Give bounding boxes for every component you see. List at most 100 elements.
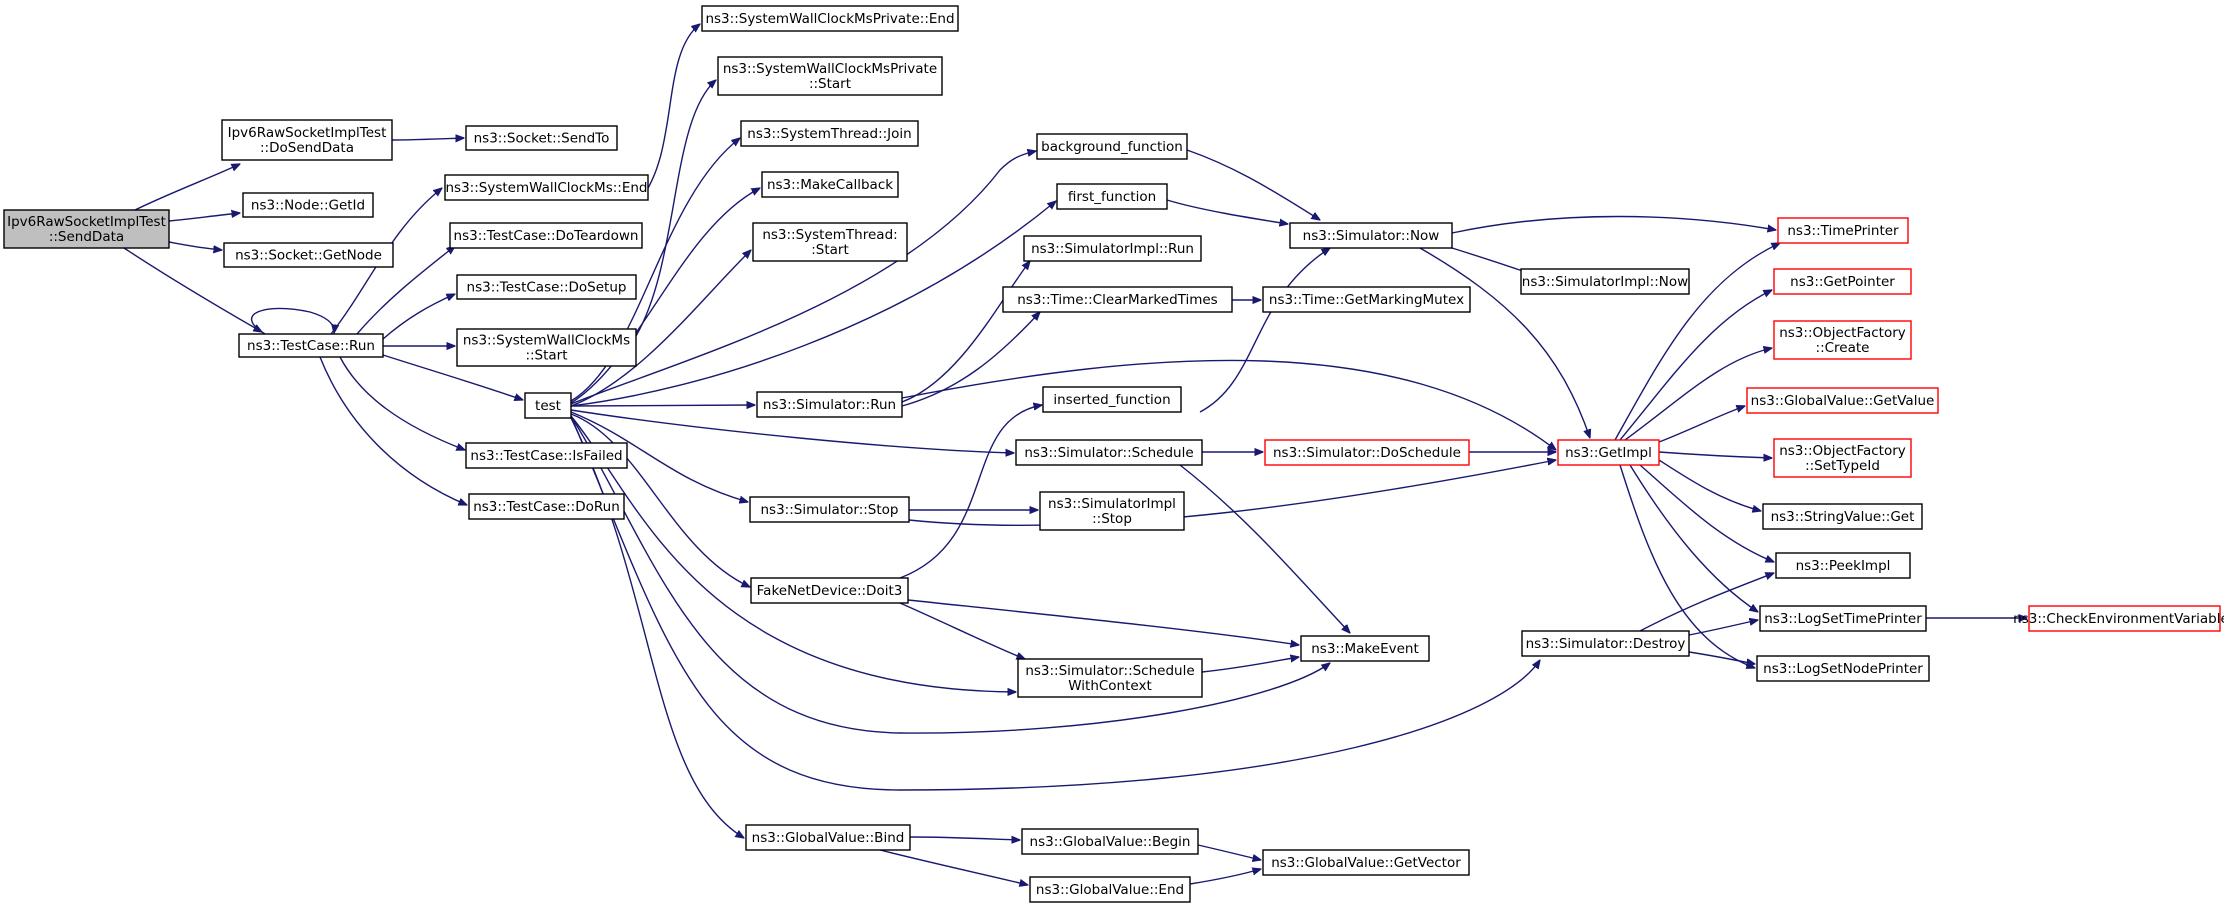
node-label: ns3::GlobalValue::GetVector: [1271, 855, 1461, 871]
node-swcpstart[interactable]: ns3::SystemWallClockMsPrivate::Start: [717, 56, 943, 96]
node-label: ns3::GlobalValue::GetValue: [1751, 393, 1935, 409]
node-label: background_function: [1041, 139, 1183, 155]
node-box: [761, 171, 899, 198]
node-gvgetvector[interactable]: ns3::GlobalValue::GetVector: [1262, 849, 1470, 876]
call-edge-test: [570, 188, 760, 404]
node-senddata[interactable]: Ipv6RawSocketImplTest::SendData: [3, 209, 170, 249]
node-simstop[interactable]: ns3::Simulator::Stop: [749, 496, 910, 523]
node-label: ns3::SystemWallClockMsPrivate: [723, 61, 937, 77]
node-box: [1557, 439, 1660, 466]
node-label: ns3::ObjectFactory: [1779, 325, 1906, 341]
node-box: [1056, 183, 1168, 210]
node-box: [1300, 635, 1430, 662]
node-ststart[interactable]: ns3::SystemThread::Start: [752, 222, 908, 262]
node-simdestroy[interactable]: ns3::Simulator::Destroy: [1521, 630, 1690, 657]
node-gvgetvalue[interactable]: ns3::GlobalValue::GetValue: [1746, 387, 1939, 414]
node-box: [717, 56, 943, 96]
node-doschedule[interactable]: ns3::Simulator::DoSchedule: [1264, 439, 1470, 466]
node-svget[interactable]: ns3::StringValue::Get: [1762, 503, 1923, 530]
node-swcstart[interactable]: ns3::SystemWallClockMs::Start: [456, 328, 637, 367]
node-box: [1777, 217, 1909, 244]
node-isfailed[interactable]: ns3::TestCase::IsFailed: [465, 442, 628, 469]
node-box: [1520, 268, 1690, 295]
call-edge-getimpl: [1658, 406, 1745, 443]
call-edge-test: [570, 201, 1056, 407]
node-box: [1262, 849, 1470, 876]
node-logsetnodeprinter[interactable]: ns3::LogSetNodePrinter: [1756, 655, 1930, 682]
call-edge-test: [570, 415, 1016, 692]
node-peekimpl[interactable]: ns3::PeekImpl: [1775, 552, 1911, 579]
node-label: ns3::MakeEvent: [1311, 641, 1419, 657]
node-box: [756, 391, 903, 418]
node-dosenddata[interactable]: Ipv6RawSocketImplTest::DoSendData: [221, 119, 393, 161]
node-test[interactable]: test: [524, 392, 572, 419]
edges: [123, 24, 2027, 885]
node-simimplrun[interactable]: ns3::SimulatorImpl::Run: [1023, 235, 1202, 262]
node-getid[interactable]: ns3::Node::GetId: [242, 192, 374, 218]
call-edge-dosenddata: [391, 138, 464, 140]
node-setup[interactable]: ns3::TestCase::DoSetup: [456, 274, 637, 300]
node-ofsettypeid[interactable]: ns3::ObjectFactory::SetTypeId: [1773, 438, 1912, 478]
call-edge-tcrun: [382, 294, 455, 340]
node-label: ns3::GlobalValue::Bind: [752, 830, 905, 846]
node-makeevent[interactable]: ns3::MakeEvent: [1300, 635, 1430, 662]
node-swcend[interactable]: ns3::SystemWallClockMs::End: [444, 174, 649, 201]
node-sendto[interactable]: ns3::Socket::SendTo: [465, 125, 618, 151]
node-simnow[interactable]: ns3::Simulator::Now: [1289, 222, 1453, 249]
node-checkenv[interactable]: ns3::CheckEnvironmentVariables: [2013, 605, 2224, 632]
node-makecb[interactable]: ns3::MakeCallback: [761, 171, 899, 198]
node-label: ns3::TestCase::DoSetup: [467, 280, 627, 296]
node-box: [701, 5, 959, 32]
node-simimplstop[interactable]: ns3::SimulatorImpl::Stop: [1039, 491, 1185, 531]
call-edge-gvend: [1189, 869, 1261, 885]
node-insertedfn[interactable]: inserted_function: [1042, 386, 1182, 413]
node-box: [238, 333, 384, 358]
node-simschedule[interactable]: ns3::Simulator::Schedule: [1015, 439, 1203, 466]
node-getmarkingmutex[interactable]: ns3::Time::GetMarkingMutex: [1262, 286, 1471, 313]
node-gvend[interactable]: ns3::GlobalValue::End: [1029, 876, 1191, 903]
node-dorun[interactable]: ns3::TestCase::DoRun: [468, 493, 625, 520]
node-gvbegin[interactable]: ns3::GlobalValue::Begin: [1021, 828, 1199, 855]
node-box: [1042, 386, 1182, 413]
node-label: ns3::LogSetTimePrinter: [1764, 611, 1922, 627]
node-simimplnow[interactable]: ns3::SimulatorImpl::Now: [1520, 268, 1690, 295]
call-edge-doit3: [907, 599, 1299, 645]
node-getpointer[interactable]: ns3::GetPointer: [1773, 268, 1912, 295]
node-box: [2028, 605, 2221, 632]
call-edge-test: [570, 250, 751, 407]
node-swcpend[interactable]: ns3::SystemWallClockMsPrivate::End: [701, 5, 959, 32]
node-box: [1289, 222, 1453, 249]
node-gvbind[interactable]: ns3::GlobalValue::Bind: [745, 824, 911, 851]
node-box: [1756, 655, 1930, 682]
node-box: [465, 125, 618, 151]
node-stjoin[interactable]: ns3::SystemThread::Join: [740, 120, 919, 147]
call-edge-test: [570, 411, 748, 502]
node-getnode[interactable]: ns3::Socket::GetNode: [223, 242, 394, 268]
node-label: ::SetTypeId: [1805, 458, 1880, 474]
call-edge-senddata: [134, 164, 240, 211]
node-getimpl[interactable]: ns3::GetImpl: [1557, 439, 1660, 466]
node-label: ns3::Time::GetMarkingMutex: [1269, 292, 1464, 308]
call-edge-tcrun: [319, 356, 467, 506]
node-simrun[interactable]: ns3::Simulator::Run: [756, 391, 903, 418]
node-tcrun[interactable]: ns3::TestCase::Run: [238, 333, 384, 358]
node-box: [1521, 630, 1690, 657]
node-box: [1036, 133, 1188, 160]
node-doit3[interactable]: FakeNetDevice::Doit3: [750, 577, 909, 604]
call-edge-timeprinter: [1451, 215, 1776, 234]
node-ofcreate[interactable]: ns3::ObjectFactory::Create: [1773, 320, 1912, 360]
node-clearmarked[interactable]: ns3::Time::ClearMarkedTimes: [1002, 286, 1233, 313]
node-teardown[interactable]: ns3::TestCase::DoTeardown: [449, 222, 643, 249]
node-box: [750, 577, 909, 604]
node-label: ns3::PeekImpl: [1796, 558, 1891, 574]
node-label: ns3::Time::ClearMarkedTimes: [1017, 292, 1217, 308]
node-timeprinter[interactable]: ns3::TimePrinter: [1777, 217, 1909, 244]
node-logsettimeprinter[interactable]: ns3::LogSetTimePrinter: [1759, 605, 1927, 632]
call-edge-simdestroy: [1639, 573, 1774, 632]
node-bgfn[interactable]: background_function: [1036, 133, 1188, 160]
node-label: ns3::SystemWallClockMsPrivate::End: [705, 11, 954, 27]
node-firstfn[interactable]: first_function: [1056, 183, 1168, 210]
node-box: [1773, 268, 1912, 295]
